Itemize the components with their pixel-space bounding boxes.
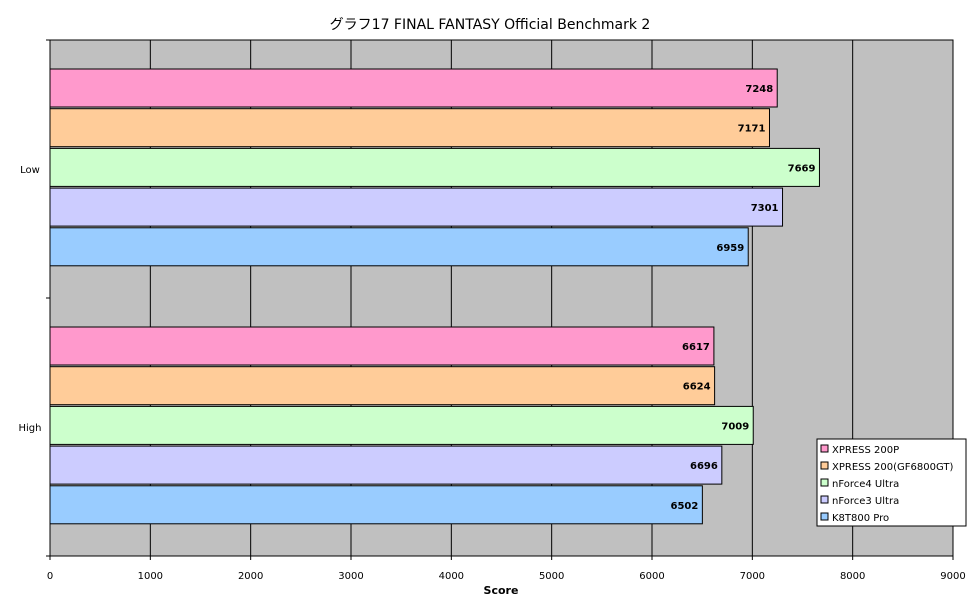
x-tick-label: 0 — [47, 571, 53, 582]
legend-swatch — [820, 444, 829, 453]
x-tick-label: 3000 — [338, 571, 363, 582]
x-tick-label: 5000 — [539, 571, 564, 582]
bar — [49, 485, 703, 525]
plot-area: 0 1000 2000 3000 4000 5000 6000 7000 8000 9000 Low… — [19, 39, 966, 582]
bar-value-label: 7669 — [788, 163, 816, 174]
x-tick-label: 2000 — [238, 571, 263, 582]
legend-swatch — [820, 495, 829, 504]
legend-label: nForce4 Ultra — [832, 479, 899, 490]
legend-label: XPRESS 200P — [832, 445, 899, 456]
bar — [49, 326, 715, 366]
bar — [49, 405, 754, 445]
legend-swatch — [820, 512, 829, 521]
x-tick-label: 4000 — [439, 571, 464, 582]
bar-value-label: 6696 — [690, 461, 718, 472]
bar-value-label: 6502 — [671, 501, 699, 512]
bar-value-label: 6624 — [683, 382, 711, 393]
legend-box — [816, 438, 967, 527]
category-label: High — [19, 423, 42, 434]
bar — [49, 445, 723, 485]
x-axis-title: Score — [484, 584, 519, 597]
bar — [49, 68, 778, 108]
bar — [49, 147, 820, 187]
bar-value-label: 7171 — [738, 124, 766, 135]
legend: XPRESS 200P XPRESS 200(GF6800GT) nForce4 U… — [816, 438, 967, 527]
legend-label: nForce3 Ultra — [832, 496, 899, 507]
x-tick-label: 7000 — [740, 571, 765, 582]
x-tick-label: 9000 — [940, 571, 965, 582]
legend-swatch — [820, 461, 829, 470]
bar — [49, 366, 716, 406]
bar — [49, 108, 770, 148]
x-tick-label: 8000 — [840, 571, 865, 582]
bar — [49, 227, 749, 267]
bar-value-label: 6617 — [682, 342, 710, 353]
bar-value-label: 7248 — [745, 84, 773, 95]
category-label: Low — [20, 165, 40, 176]
bar-value-label: 7301 — [751, 203, 779, 214]
legend-swatch — [820, 478, 829, 487]
plot-border — [49, 39, 954, 557]
legend-label: K8T800 Pro — [832, 513, 889, 524]
bar-value-label: 6959 — [716, 243, 744, 254]
bar — [49, 187, 784, 227]
legend-label: XPRESS 200(GF6800GT) — [832, 462, 953, 473]
chart-title: グラフ17 FINAL FANTASY Official Benchmark 2 — [330, 17, 651, 33]
x-tick-label: 6000 — [639, 571, 664, 582]
bar-value-label: 7009 — [721, 421, 749, 432]
x-tick-label: 1000 — [138, 571, 163, 582]
